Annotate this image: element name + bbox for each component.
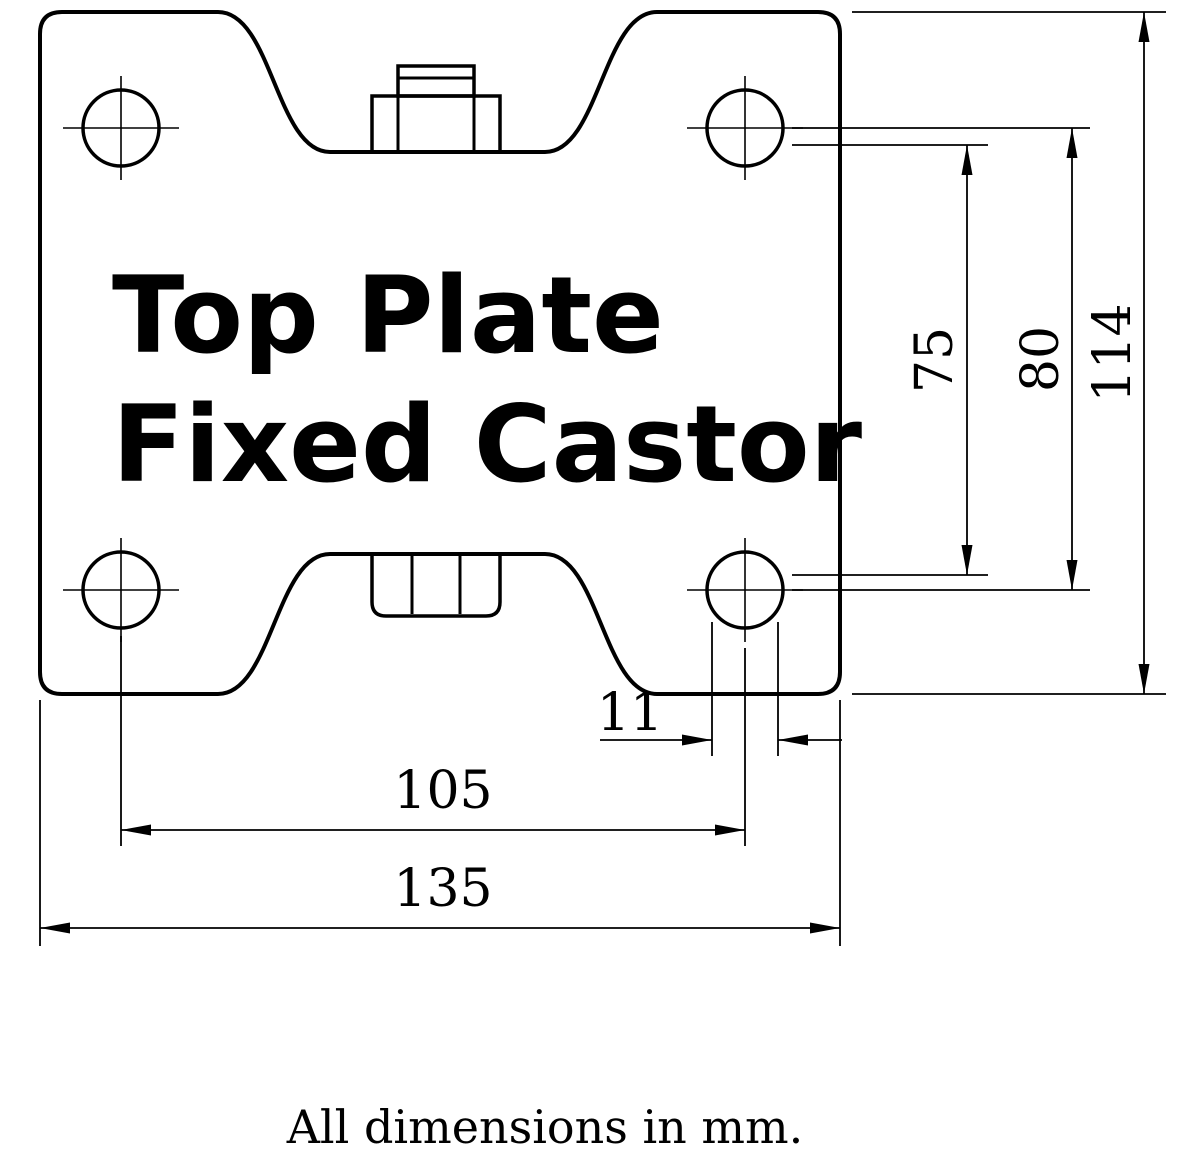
top-bolt-shank bbox=[396, 64, 476, 98]
arrowhead-up bbox=[1138, 12, 1150, 42]
part-title-line2: Fixed Castor bbox=[112, 383, 862, 506]
bottom-hex-nut bbox=[370, 554, 502, 618]
top-bolt bbox=[370, 64, 502, 154]
arrowhead-left bbox=[121, 824, 151, 836]
plate-outline bbox=[38, 10, 842, 696]
mounting-hole-bottom-right bbox=[687, 538, 803, 642]
mounting-hole-top-left bbox=[63, 76, 179, 180]
dimension-hole-edge-offset: 11 bbox=[597, 622, 842, 756]
dimension-label-hole-spacing-vertical: 80 bbox=[1011, 326, 1071, 392]
top-bolt-head bbox=[370, 94, 502, 154]
arrowhead-right bbox=[810, 922, 840, 934]
bottom-nut-outline bbox=[370, 554, 502, 618]
dimension-slot-spacing-vertical: 75 bbox=[792, 144, 988, 576]
part-title-line1: Top Plate bbox=[112, 254, 664, 377]
units-footnote: All dimensions in mm. bbox=[286, 1100, 804, 1154]
arrowhead-left bbox=[778, 734, 808, 746]
dimension-plate-width: 135 bbox=[39, 700, 841, 946]
dimension-label-plate-height: 114 bbox=[1083, 303, 1143, 402]
arrowhead-down bbox=[1138, 664, 1150, 694]
dimension-label-hole-spacing-horizontal: 105 bbox=[393, 761, 492, 821]
arrowhead-right bbox=[715, 824, 745, 836]
arrowhead-down bbox=[1066, 560, 1078, 590]
dimension-hole-spacing-horizontal: 105 bbox=[120, 636, 746, 846]
arrowhead-up bbox=[1066, 128, 1078, 158]
mounting-hole-bottom-left bbox=[63, 538, 179, 642]
dimension-label-slot-spacing-vertical: 75 bbox=[905, 327, 965, 393]
arrowhead-down bbox=[961, 545, 973, 575]
dimension-label-hole-edge-offset: 11 bbox=[597, 683, 663, 743]
dimension-plate-height: 114 bbox=[852, 11, 1166, 695]
mounting-hole-top-right bbox=[687, 76, 803, 180]
dimension-hole-spacing-vertical: 80 bbox=[792, 127, 1090, 591]
dimension-label-plate-width: 135 bbox=[393, 859, 492, 919]
arrowhead-right bbox=[682, 734, 712, 746]
arrowhead-up bbox=[961, 145, 973, 175]
arrowhead-left bbox=[40, 922, 70, 934]
